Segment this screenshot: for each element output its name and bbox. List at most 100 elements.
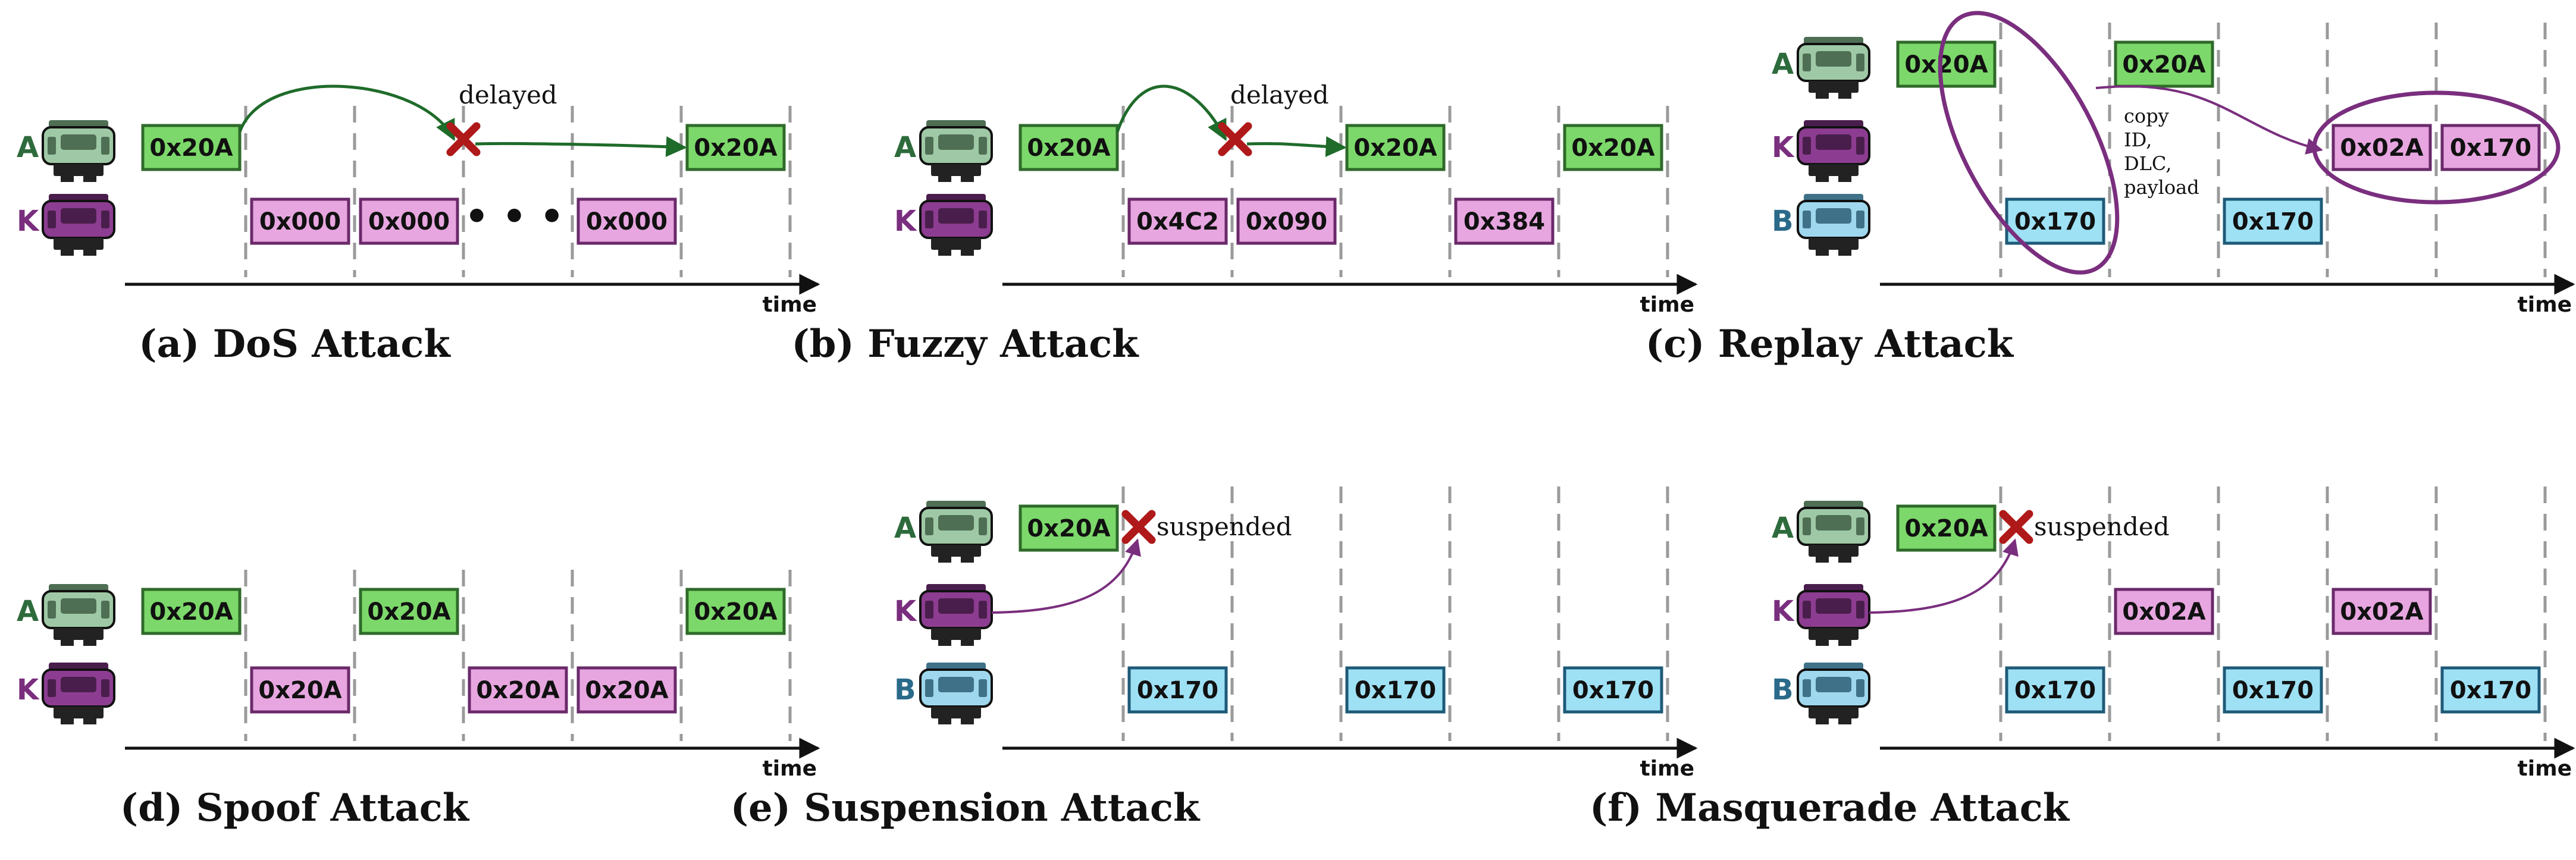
ecu-robot-icon-K [42, 194, 115, 256]
ecu-robot-icon-A [919, 501, 993, 563]
suspended-cross-icon [1121, 510, 1156, 544]
can-frame-id: 0x20A [1571, 134, 1654, 162]
can-frame-id: 0x20A [258, 677, 341, 704]
can-frame-A: 0x20A [1345, 124, 1446, 171]
can-frame-A: 0x20A [141, 124, 242, 171]
can-frame-B: 0x170 [1563, 666, 1663, 714]
suspended-note: suspended [2034, 512, 2170, 541]
ecu-label-K: K [1772, 595, 1795, 628]
ecu-label-A: A [17, 131, 39, 164]
ecu-label-K: K [17, 673, 40, 707]
panel-caption: (a) DoS Attack [139, 322, 451, 366]
ecu-label-A: A [1772, 511, 1794, 545]
suspend-arrow [991, 538, 1141, 614]
can-frame-A: 0x20A [1896, 504, 1997, 552]
panel-caption: (c) Replay Attack [1646, 322, 2014, 366]
can-frame-id: 0x384 [1464, 208, 1545, 236]
can-frame-id: 0x20A [149, 134, 233, 162]
ecu-robot-icon-K [919, 194, 993, 256]
panel-caption: (e) Suspension Attack [731, 786, 1201, 830]
retransmit-arrow [475, 136, 687, 158]
ecu-robot-icon-B [1797, 194, 1870, 256]
ecu-label-B: B [894, 673, 916, 707]
ecu-label-A: A [894, 131, 916, 164]
suspended-cross-icon [1999, 510, 2033, 544]
copy-note-line: payload [2124, 176, 2199, 199]
ecu-robot-icon-K [1797, 584, 1870, 646]
time-axis-label: time [2518, 293, 2572, 317]
time-axis-label: time [2518, 757, 2572, 781]
can-frame-B: 0x170 [2223, 197, 2323, 245]
panel-f: time A 0x20A K 0x02A 0x02A B 0x170 0x170 0x170 sus… [1590, 487, 2575, 830]
can-frame-K: 0x20A [250, 666, 350, 714]
can-frame-A: 0x20A [141, 588, 242, 635]
can-frame-A: 0x20A [359, 588, 459, 635]
time-axis-label: time [763, 293, 817, 317]
ecu-label-K: K [894, 595, 917, 628]
can-frame-id: 0x20A [1027, 515, 1110, 542]
can-frame-K: 0x02A [2114, 588, 2214, 635]
ecu-robot-icon-K [919, 584, 993, 646]
can-frame-B: 0x170 [2223, 666, 2323, 714]
can-frame-id: 0x000 [586, 208, 667, 236]
ecu-label-B: B [1772, 673, 1794, 707]
can-frame-id: 0x20A [476, 677, 559, 704]
delayed-note: delayed [1230, 80, 1329, 109]
ecu-label-K: K [894, 205, 917, 238]
copy-note-line: ID, [2124, 128, 2152, 151]
retransmit-arrow [1246, 136, 1347, 158]
replay-arrow [2095, 85, 2323, 155]
can-frame-K: 0x02A [2331, 588, 2432, 635]
can-frame-B: 0x170 [2440, 666, 2541, 714]
panel-caption: (f) Masquerade Attack [1590, 786, 2070, 830]
can-frame-id: 0x170 [1137, 677, 1218, 704]
delayed-cross-icon [446, 122, 481, 156]
delayed-note: delayed [459, 80, 557, 109]
panel-caption: (d) Spoof Attack [120, 786, 470, 830]
panel-d: time A 0x20A 0x20A 0x20A K 0x20A 0x20A 0x20A (d) … [17, 570, 820, 830]
can-frame-id: 0x170 [2232, 677, 2314, 704]
can-frame-id: 0x000 [259, 208, 341, 236]
ecu-robot-icon-A [1797, 501, 1870, 563]
delayed-cross-icon [1218, 122, 1252, 156]
can-frame-id: 0x090 [1246, 208, 1327, 236]
ecu-robot-icon-A [42, 120, 115, 182]
ecu-robot-icon-A [42, 584, 115, 646]
can-frame-A: 0x20A [1896, 40, 1997, 88]
can-frame-id: 0x170 [2450, 134, 2531, 162]
can-frame-A: 0x20A [685, 124, 786, 171]
can-frame-K: 0x384 [1454, 197, 1555, 245]
can-frame-K: 0x170 [2440, 124, 2541, 171]
can-frame-id: 0x170 [1355, 677, 1436, 704]
can-frame-id: 0x20A [585, 677, 668, 704]
time-axis-label: time [763, 757, 817, 781]
can-frame-B: 0x170 [2005, 666, 2105, 714]
ellipsis: • • • [465, 195, 564, 239]
ecu-label-B: B [1772, 205, 1794, 238]
ecu-label-A: A [894, 511, 916, 545]
ecu-label-K: K [1772, 131, 1795, 164]
can-frame-id: 0x02A [2340, 598, 2423, 626]
can-frame-K: 0x20A [576, 666, 677, 714]
can-frame-A: 0x20A [1019, 504, 1119, 552]
can-frame-K: 0x000 [576, 197, 677, 245]
can-frame-id: 0x02A [2122, 598, 2205, 626]
can-frame-K: 0x090 [1236, 197, 1337, 245]
can-frame-A: 0x20A [1019, 124, 1119, 171]
ecu-robot-icon-B [1797, 663, 1870, 724]
ecu-robot-icon-K [42, 663, 115, 724]
can-frame-id: 0x20A [1353, 134, 1437, 162]
can-frame-A: 0x20A [2114, 40, 2214, 88]
can-frame-A: 0x20A [685, 588, 786, 635]
ecu-label-A: A [17, 595, 39, 628]
suspend-arrow [1869, 538, 2019, 614]
can-frame-K: 0x000 [359, 197, 459, 245]
can-frame-B: 0x170 [1345, 666, 1446, 714]
can-frame-A: 0x20A [1563, 124, 1663, 171]
can-frame-id: 0x20A [1904, 51, 1988, 79]
copy-note-line: copy [2124, 105, 2169, 127]
delay-arrow [1115, 84, 1227, 142]
